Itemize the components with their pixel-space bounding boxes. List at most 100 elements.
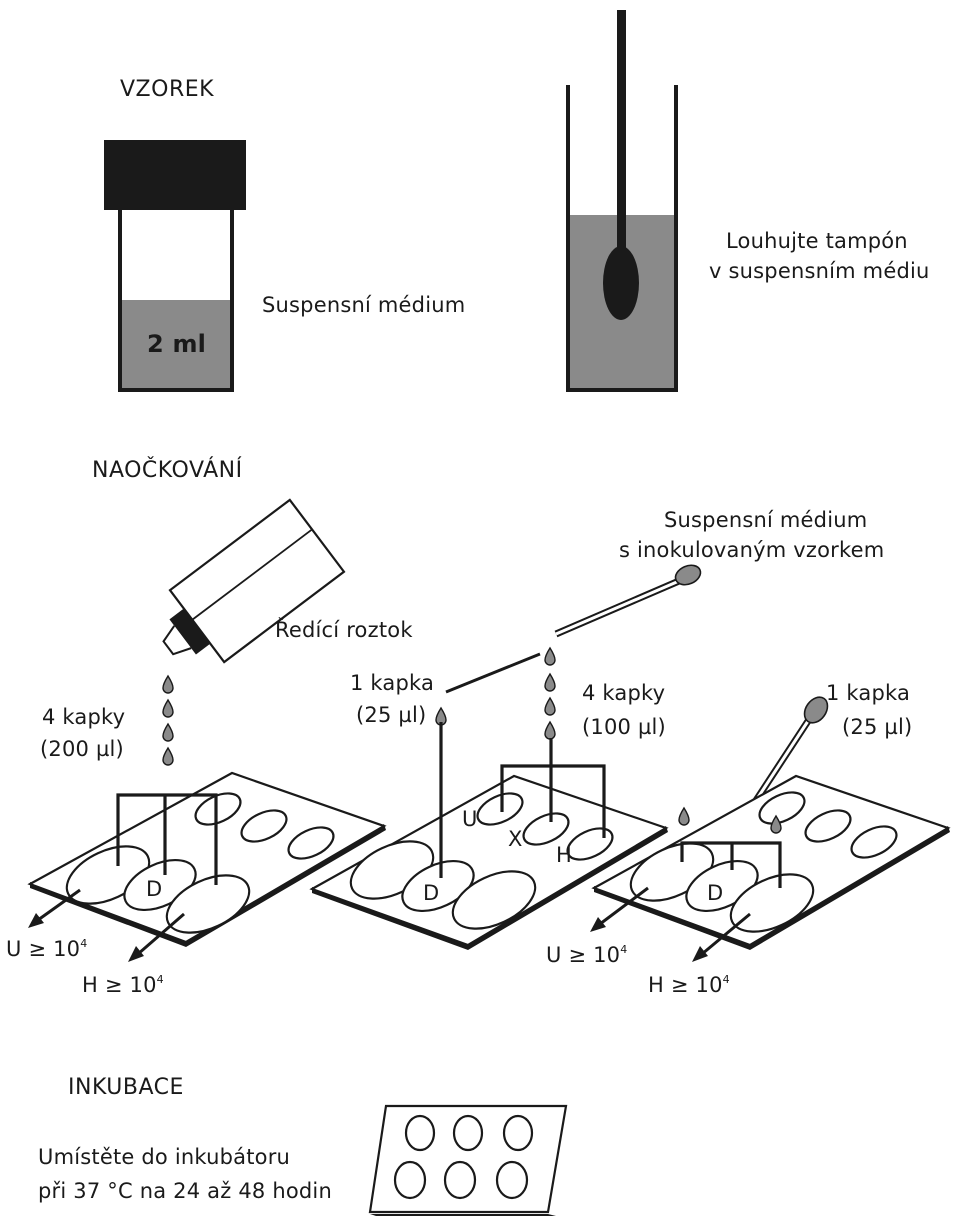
- drop: [162, 722, 174, 742]
- section-title-inoculation: NAOČKOVÁNÍ: [92, 457, 243, 483]
- well: [287, 826, 335, 860]
- arrow-h: [137, 912, 185, 956]
- well: [850, 825, 898, 859]
- swab-stick: [617, 10, 626, 260]
- vial-cap: [104, 140, 246, 210]
- arrowhead-u: [590, 917, 606, 932]
- inoculated-label-line2: s inokulovaným vzorkem: [619, 538, 884, 562]
- right-result-u: U ≥ 104: [546, 943, 627, 967]
- drop: [770, 814, 782, 834]
- well: [451, 870, 537, 930]
- middle-well-h-label: H: [556, 843, 572, 867]
- dispense-lines: [116, 793, 218, 885]
- well-u: [476, 792, 524, 826]
- left-drops-label-line1: 4 kapky: [42, 705, 125, 729]
- swab-tip: [603, 246, 639, 320]
- incubation-line2: při 37 °C na 24 až 48 hodin: [38, 1179, 332, 1203]
- plate-surface: [309, 774, 669, 947]
- drop: [544, 672, 556, 692]
- middle-plate: [309, 722, 669, 950]
- right-well-d-label: D: [707, 881, 723, 905]
- middle-drops: [435, 646, 556, 740]
- section-title-incubation: INKUBACE: [68, 1075, 184, 1100]
- arrow-h: [701, 912, 751, 956]
- bottle-cap: [169, 608, 211, 655]
- well: [393, 1160, 427, 1200]
- dispense-lines: [500, 738, 606, 838]
- arrow-u: [599, 886, 649, 926]
- well: [502, 1114, 534, 1152]
- drop: [162, 698, 174, 718]
- diluent-bottle: [162, 498, 346, 664]
- arrowhead-h: [692, 946, 708, 962]
- diluent-label: Ředící roztok: [275, 617, 413, 642]
- middle-one-drop-line2: (25 µl): [356, 703, 426, 727]
- left-well-d-label: D: [146, 877, 162, 901]
- middle-well-u-label: U: [462, 807, 478, 831]
- drop: [544, 696, 556, 716]
- bottle-nozzle: [162, 625, 192, 656]
- right-drop-line2: (25 µl): [842, 715, 912, 739]
- arrow-u: [37, 888, 81, 922]
- right-drop-line1: 1 kapka: [826, 681, 910, 705]
- left-drops: [162, 674, 174, 766]
- well-h: [566, 827, 614, 861]
- vial-medium-fill: [120, 300, 232, 390]
- plate-edge: [370, 1214, 556, 1216]
- left-result-arrows: [28, 888, 185, 962]
- swab-instruction-line2: v suspensním médiu: [709, 259, 930, 283]
- drop: [544, 720, 556, 740]
- well: [443, 1160, 477, 1200]
- well: [404, 1114, 436, 1152]
- drop: [678, 806, 690, 826]
- drop: [544, 646, 556, 666]
- well: [452, 1114, 484, 1152]
- well: [240, 809, 288, 843]
- section-title-sample: VZOREK: [120, 77, 214, 102]
- right-result-arrows: [590, 886, 751, 962]
- well-d: [401, 859, 475, 913]
- incubation-line1: Umístěte do inkubátoru: [38, 1145, 290, 1169]
- dispense-lines: [680, 841, 782, 888]
- swab-instruction-line1: Louhujte tampón: [726, 229, 908, 253]
- bottle-label-line: [191, 528, 313, 621]
- arrowhead-u: [28, 913, 44, 928]
- middle-well-x-label: X: [508, 827, 523, 851]
- right-result-h: H ≥ 104: [648, 973, 730, 997]
- drop: [162, 674, 174, 694]
- left-result-u: U ≥ 104: [6, 937, 87, 961]
- left-drops-label-line2: (200 µl): [40, 737, 124, 761]
- well: [804, 809, 852, 843]
- middle-four-drops-line1: 4 kapky: [582, 681, 665, 705]
- inoculated-pipette: [554, 564, 702, 638]
- arrowhead-h: [128, 946, 144, 962]
- left-plate: [27, 771, 387, 947]
- medium-label: Suspensní médium: [262, 293, 465, 317]
- well: [729, 873, 815, 933]
- left-result-h: H ≥ 104: [82, 973, 164, 997]
- drop: [162, 746, 174, 766]
- one-drop-pointer: [445, 652, 541, 694]
- pipette-bulb: [803, 696, 829, 724]
- beaker-with-swab: [566, 10, 678, 392]
- well-x: [522, 812, 570, 846]
- right-plate: [591, 774, 951, 950]
- well: [758, 791, 806, 825]
- middle-well-d-label: D: [423, 881, 439, 905]
- middle-four-drops-line2: (100 µl): [582, 715, 666, 739]
- inoculated-label-line1: Suspensní médium: [664, 508, 867, 532]
- beaker-body: [566, 85, 678, 392]
- well: [194, 792, 242, 826]
- middle-one-drop-line1: 1 kapka: [350, 671, 434, 695]
- bottle-body: [168, 498, 346, 664]
- vial-body: [118, 210, 234, 392]
- sample-vial: [104, 140, 246, 392]
- well: [165, 874, 251, 934]
- plate-surface: [591, 774, 951, 947]
- pipette-tube-inner: [555, 576, 687, 636]
- incubation-plate: [368, 1104, 568, 1216]
- well: [495, 1160, 529, 1200]
- vial-volume-label: 2 ml: [147, 330, 206, 358]
